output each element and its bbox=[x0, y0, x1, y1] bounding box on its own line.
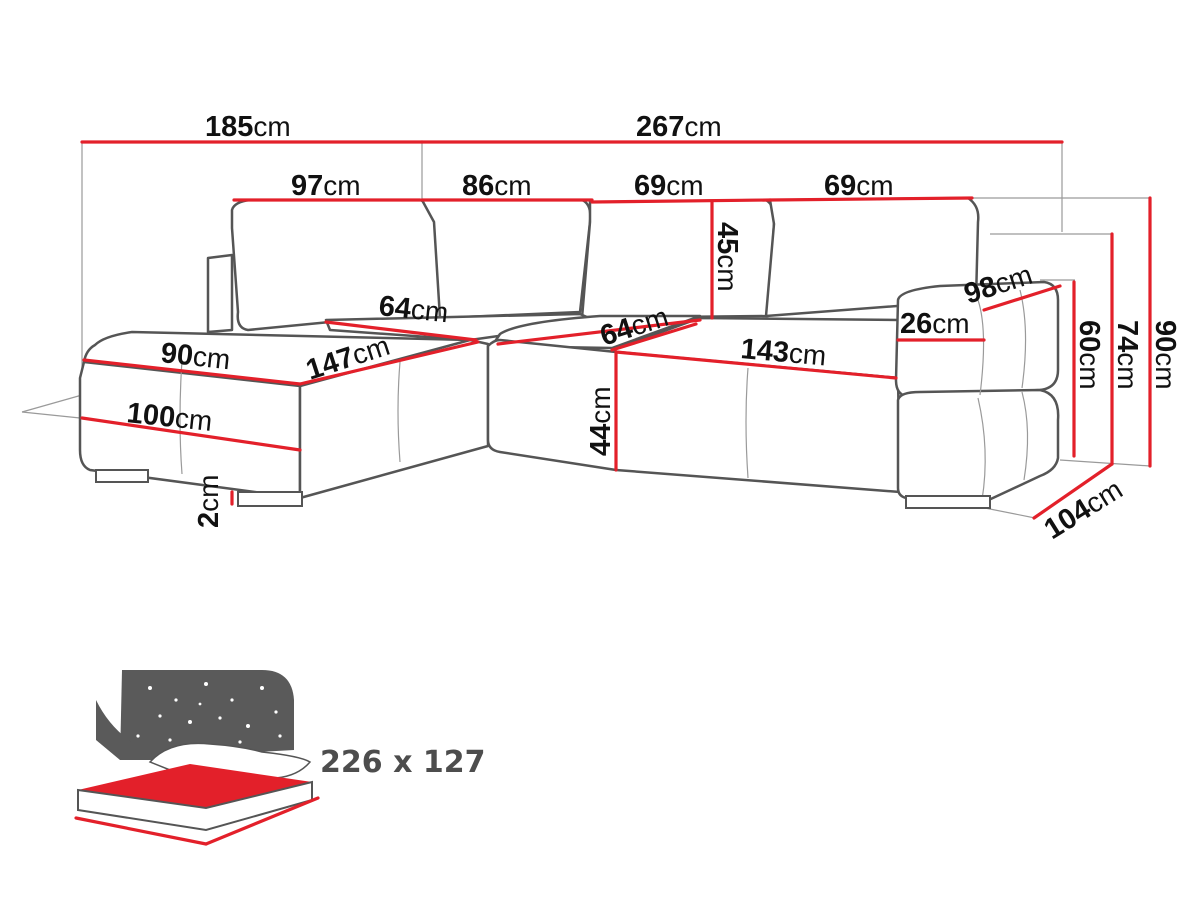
chaise-front bbox=[78, 360, 302, 500]
mattress-red-icon bbox=[78, 764, 312, 808]
label-143: 143cm bbox=[739, 333, 827, 372]
label-64a: 64cm bbox=[377, 290, 450, 329]
label-44: 44cm bbox=[585, 386, 617, 456]
label-60: 60cm bbox=[1073, 320, 1105, 390]
armrest-right-front bbox=[896, 388, 1060, 506]
bed-icon bbox=[74, 670, 320, 846]
label-90-chaise: 90cm bbox=[159, 337, 232, 376]
backrest-right-1 bbox=[580, 198, 776, 320]
leg-3 bbox=[905, 495, 991, 509]
left-armrest bbox=[206, 253, 234, 334]
label-267: 267cm bbox=[636, 111, 722, 143]
leg-2 bbox=[237, 491, 303, 507]
label-74: 74cm bbox=[1111, 320, 1143, 390]
label-97: 97cm bbox=[291, 170, 361, 202]
label-185: 185cm bbox=[205, 111, 291, 143]
label-26: 26cm bbox=[900, 308, 970, 340]
label-45: 45cm bbox=[711, 222, 743, 292]
label-86: 86cm bbox=[462, 170, 532, 202]
label-100: 100cm bbox=[125, 397, 214, 438]
sofa-drawing bbox=[78, 196, 1060, 509]
bed-size-label: 226 x 127 bbox=[320, 745, 485, 780]
night-sky-icon bbox=[120, 670, 294, 760]
stars-icon bbox=[136, 682, 282, 744]
dimension-lines bbox=[80, 140, 1152, 520]
label-2: 2cm bbox=[193, 475, 225, 528]
label-69b: 69cm bbox=[824, 170, 894, 202]
label-69a: 69cm bbox=[634, 170, 704, 202]
leg-1 bbox=[95, 469, 149, 483]
extension-lines bbox=[21, 142, 1151, 519]
label-90-height: 90cm bbox=[1149, 320, 1181, 390]
